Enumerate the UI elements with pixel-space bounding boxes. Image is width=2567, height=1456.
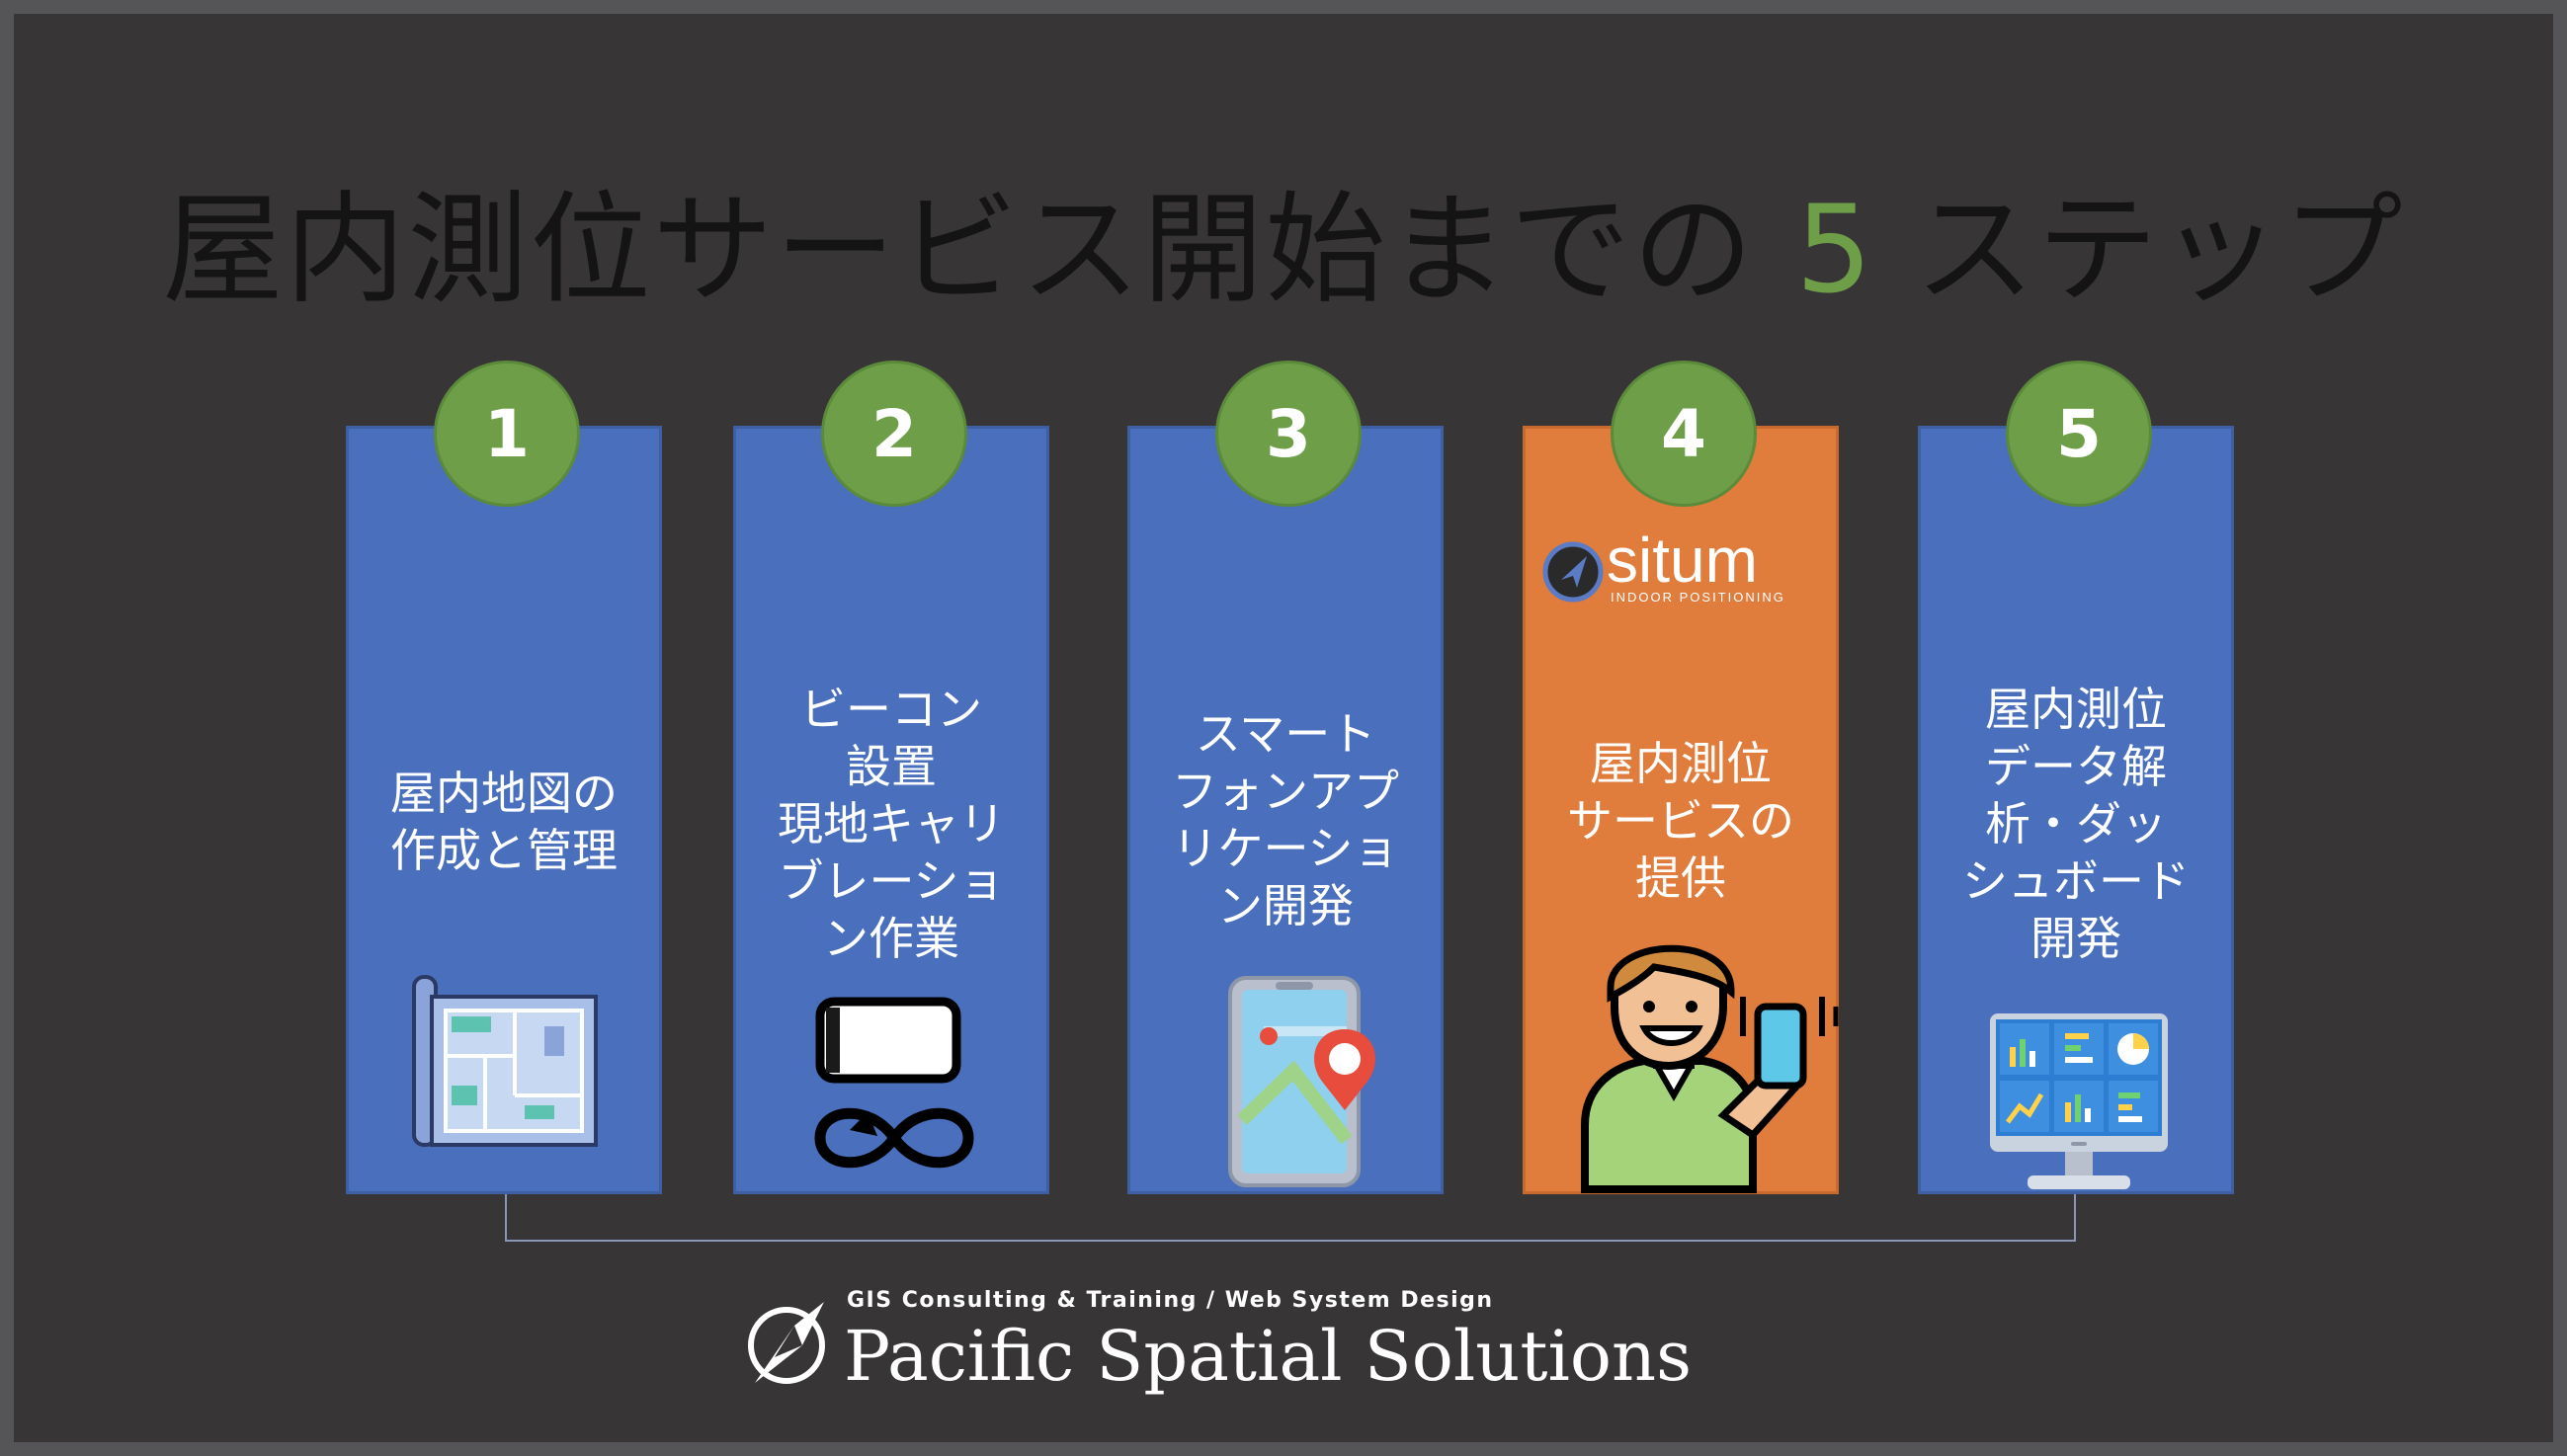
step-3-line-3: リケーショ — [1172, 822, 1399, 875]
step-badge-1: 1 — [434, 361, 580, 507]
step-2-line-3: 現地キャリ — [778, 797, 1005, 850]
situm-logo-name: situm — [1607, 532, 1758, 596]
step-2-line-4: ブレーショ — [778, 854, 1005, 908]
step-2-line-1: ビーコン — [800, 683, 982, 736]
step-text-2: ビーコン 設置 現地キャリ ブレーショ ン作業 — [736, 681, 1046, 967]
step-badge-3: 3 — [1215, 361, 1362, 507]
step-card-2: 2 ビーコン 設置 現地キャリ ブレーショ ン作業 — [733, 361, 1049, 1194]
floor-plan-icon — [412, 975, 598, 1147]
step-3-line-4: ン開発 — [1217, 879, 1354, 932]
step-text-5: 屋内測位 データ解 析・ダッ シュボード 開発 — [1921, 681, 2231, 967]
title-accent-number: 5 — [1795, 180, 1874, 320]
step-badge-5: 5 — [2006, 361, 2152, 507]
situm-logo: situm INDOOR POSITIONING — [1542, 532, 1785, 605]
step-5-line-3: 析・ダッ — [1985, 797, 2167, 850]
step-5-line-2: データ解 — [1985, 740, 2167, 793]
step-text-4: 屋内測位 サービスの 提供 — [1526, 735, 1836, 907]
person-phone-icon — [1581, 944, 1839, 1193]
step-card-4: 4 situm INDOOR POSITIONING 屋内測位 サービスの 提供 — [1523, 361, 1839, 1194]
step-4-line-2: サービスの — [1567, 794, 1794, 848]
title-text-after: ステップ — [1873, 180, 2405, 320]
title-text-before: 屋内測位サービス開始までの — [162, 180, 1796, 320]
step-5-line-1: 屋内測位 — [1985, 683, 2167, 736]
step-text-3: スマート フォンアプ リケーショ ン開発 — [1130, 705, 1441, 934]
step-badge-2: 2 — [821, 361, 967, 507]
step-text-1: 屋内地図の 作成と管理 — [349, 765, 659, 879]
footer-company-name: Pacific Spatial Solutions — [844, 1316, 1693, 1397]
step-card-5: 5 屋内測位 データ解 析・ダッ シュボード 開発 — [1918, 361, 2234, 1194]
page-title: 屋内測位サービス開始までの 5 ステップ — [14, 152, 2553, 327]
step-1-line-2: 作成と管理 — [390, 824, 618, 877]
step-3-line-1: スマート — [1195, 707, 1376, 761]
smartphone-map-icon — [1228, 976, 1375, 1187]
step-2-line-2: 設置 — [846, 740, 937, 793]
step-5-line-4: シュボード — [1962, 854, 2190, 908]
step-card-3: 3 スマート フォンアプ リケーショ ン開発 — [1127, 361, 1444, 1194]
step-1-line-1: 屋内地図の — [390, 767, 618, 820]
step-4-line-3: 提供 — [1635, 851, 1726, 905]
steps-connector-line — [505, 1194, 2076, 1242]
step-2-line-5: ン作業 — [823, 912, 959, 965]
beacon-icon — [814, 997, 974, 1169]
step-card-1: 1 屋内地図の 作成と管理 — [346, 361, 662, 1194]
footer-tagline: GIS Consulting & Training / Web System D… — [847, 1288, 1494, 1313]
pacific-spatial-compass-logo — [748, 1302, 825, 1384]
slide: 屋内測位サービス開始までの 5 ステップ 1 屋内地図の 作成と管理 2 ビーコ… — [14, 14, 2553, 1442]
step-4-line-1: 屋内測位 — [1590, 737, 1772, 790]
step-3-line-2: フォンアプ — [1172, 765, 1399, 818]
step-5-line-5: 開発 — [2030, 912, 2121, 965]
situm-logo-tagline: INDOOR POSITIONING — [1611, 590, 1785, 605]
dashboard-monitor-icon — [1990, 1013, 2168, 1189]
step-badge-4: 4 — [1611, 361, 1757, 507]
